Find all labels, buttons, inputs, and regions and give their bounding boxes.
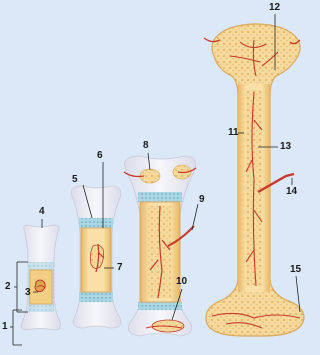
label-4: 4 — [39, 207, 45, 217]
bone-stage-2 — [71, 186, 121, 328]
bone-stage-4 — [204, 24, 304, 336]
label-6: 6 — [97, 151, 103, 161]
label-11: 11 — [228, 128, 239, 138]
label-14: 14 — [286, 187, 297, 197]
label-2: 2 — [5, 282, 11, 292]
label-12: 12 — [269, 3, 280, 13]
label-15: 15 — [290, 265, 301, 275]
label-3: 3 — [25, 288, 31, 298]
label-13: 13 — [280, 142, 291, 152]
bone-stage-3 — [124, 156, 196, 336]
label-8: 8 — [143, 141, 149, 151]
label-7: 7 — [117, 263, 123, 273]
label-5: 5 — [72, 175, 78, 185]
bone-stage-1 — [21, 225, 60, 330]
label-10: 10 — [176, 277, 187, 287]
label-9: 9 — [199, 195, 205, 205]
label-1: 1 — [2, 322, 8, 332]
